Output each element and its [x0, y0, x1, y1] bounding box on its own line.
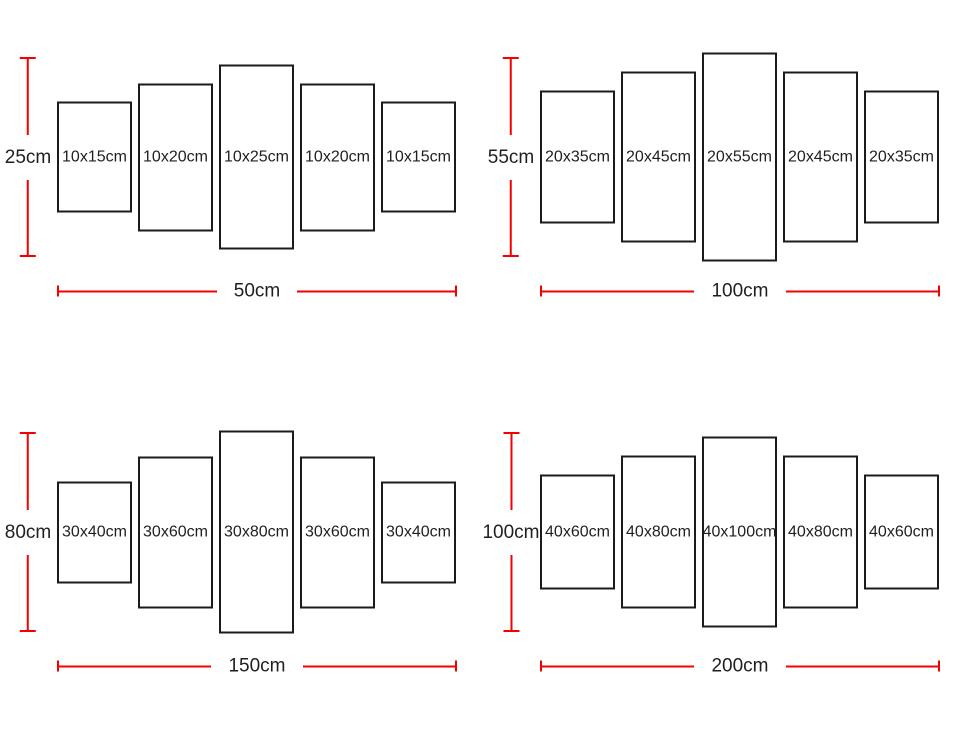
- panel-size-label: 10x20cm: [305, 148, 370, 165]
- panel-row: 40x60cm 40x80cm 40x100cm 40x80cm 40x60cm: [540, 436, 939, 628]
- width-dimension-line: 100cm: [540, 282, 940, 301]
- dimension-end-cap: [455, 285, 457, 297]
- width-dimension-line: 200cm: [540, 657, 940, 676]
- dimension-line-segment: [297, 290, 455, 292]
- dimension-line-segment: [542, 665, 695, 667]
- canvas-panel: 40x60cm: [864, 474, 939, 590]
- height-dimension-line: 55cm: [488, 57, 534, 257]
- panel-size-label: 20x55cm: [707, 148, 772, 165]
- panel-size-label: 30x60cm: [143, 523, 208, 540]
- dimension-end-cap: [503, 432, 519, 434]
- canvas-panel: 30x80cm: [219, 430, 294, 634]
- canvas-panel: 10x15cm: [57, 101, 132, 213]
- panel-size-label: 40x100cm: [702, 523, 777, 540]
- dimension-end-cap: [938, 660, 940, 672]
- dimension-end-cap: [503, 57, 519, 59]
- canvas-panel: 30x60cm: [300, 456, 375, 608]
- width-label: 100cm: [711, 280, 769, 302]
- canvas-panel: 40x80cm: [621, 455, 696, 609]
- dimension-line-segment: [302, 665, 455, 667]
- dimension-line-segment: [27, 554, 29, 630]
- canvas-panel: 20x35cm: [540, 90, 615, 224]
- dimension-line-segment: [785, 290, 938, 292]
- dimension-line-segment: [542, 290, 695, 292]
- dimension-end-cap: [540, 660, 542, 672]
- dimension-end-cap: [540, 285, 542, 297]
- panel-size-label: 10x15cm: [62, 148, 127, 165]
- dimension-end-cap: [57, 285, 59, 297]
- panel-size-label: 10x20cm: [143, 148, 208, 165]
- canvas-panel: 30x60cm: [138, 456, 213, 608]
- panel-size-label: 20x35cm: [545, 148, 610, 165]
- dimension-line-segment: [59, 290, 217, 292]
- dimension-line-segment: [510, 179, 512, 255]
- dimension-end-cap: [938, 285, 940, 297]
- height-label: 55cm: [487, 146, 535, 168]
- canvas-panel: 10x20cm: [138, 83, 213, 231]
- width-label: 150cm: [228, 655, 286, 677]
- height-dimension-line: 100cm: [482, 432, 540, 632]
- width-label: 200cm: [711, 655, 769, 677]
- height-dimension-line: 80cm: [5, 432, 51, 632]
- canvas-panel: 10x20cm: [300, 83, 375, 231]
- height-label: 25cm: [4, 146, 52, 168]
- panel-size-label: 40x80cm: [626, 523, 691, 540]
- panel-size-label: 30x40cm: [62, 523, 127, 540]
- dimension-end-cap: [20, 255, 36, 257]
- dimension-line-segment: [27, 179, 29, 255]
- panel-row: 20x35cm 20x45cm 20x55cm 20x45cm 20x35cm: [540, 52, 939, 262]
- dimension-end-cap: [455, 660, 457, 672]
- dimension-end-cap: [20, 432, 36, 434]
- dimension-end-cap: [503, 630, 519, 632]
- panel-size-label: 20x45cm: [626, 148, 691, 165]
- canvas-panel: 10x25cm: [219, 64, 294, 250]
- panel-size-label: 20x35cm: [869, 148, 934, 165]
- size-group-55x100: 55cm 20x35cm 20x45cm 20x55cm 20x45cm 20x…: [483, 0, 943, 330]
- panel-size-label: 10x15cm: [386, 148, 451, 165]
- width-label: 50cm: [233, 280, 281, 302]
- dimension-end-cap: [503, 255, 519, 257]
- size-group-80x150: 80cm 30x40cm 30x60cm 30x80cm 30x60cm 30x…: [0, 375, 460, 705]
- canvas-panel: 20x35cm: [864, 90, 939, 224]
- canvas-panel: 40x100cm: [702, 436, 777, 628]
- dimension-end-cap: [20, 630, 36, 632]
- height-dimension-line: 25cm: [5, 57, 51, 257]
- width-dimension-line: 50cm: [57, 282, 457, 301]
- canvas-panel: 40x60cm: [540, 474, 615, 590]
- dimension-line-segment: [510, 434, 512, 510]
- canvas-panel: 10x15cm: [381, 101, 456, 213]
- panel-size-label: 40x60cm: [545, 523, 610, 540]
- panel-size-label: 40x80cm: [788, 523, 853, 540]
- panel-size-label: 20x45cm: [788, 148, 853, 165]
- canvas-panel: 40x80cm: [783, 455, 858, 609]
- canvas-panel: 20x45cm: [783, 71, 858, 243]
- panel-row: 10x15cm 10x20cm 10x25cm 10x20cm 10x15cm: [57, 64, 456, 250]
- size-group-100x200: 100cm 40x60cm 40x80cm 40x100cm 40x80cm 4…: [482, 375, 943, 705]
- canvas-panel: 30x40cm: [381, 481, 456, 583]
- dimension-line-segment: [510, 59, 512, 135]
- dimension-line-segment: [27, 434, 29, 510]
- panel-row: 30x40cm 30x60cm 30x80cm 30x60cm 30x40cm: [57, 430, 456, 634]
- panel-size-label: 30x40cm: [386, 523, 451, 540]
- dimension-line-segment: [27, 59, 29, 135]
- panel-size-label: 30x80cm: [224, 523, 289, 540]
- height-label: 100cm: [482, 521, 540, 543]
- panel-size-label: 30x60cm: [305, 523, 370, 540]
- canvas-panel: 30x40cm: [57, 481, 132, 583]
- panel-size-label: 40x60cm: [869, 523, 934, 540]
- dimension-line-segment: [785, 665, 938, 667]
- dimension-end-cap: [20, 57, 36, 59]
- size-group-25x50: 25cm 10x15cm 10x20cm 10x25cm 10x20cm 10x…: [0, 0, 460, 330]
- dimension-end-cap: [57, 660, 59, 672]
- canvas-panel: 20x45cm: [621, 71, 696, 243]
- width-dimension-line: 150cm: [57, 657, 457, 676]
- canvas-panel: 20x55cm: [702, 52, 777, 262]
- dimension-line-segment: [510, 554, 512, 630]
- height-label: 80cm: [4, 521, 52, 543]
- dimension-line-segment: [59, 665, 212, 667]
- panel-size-label: 10x25cm: [224, 148, 289, 165]
